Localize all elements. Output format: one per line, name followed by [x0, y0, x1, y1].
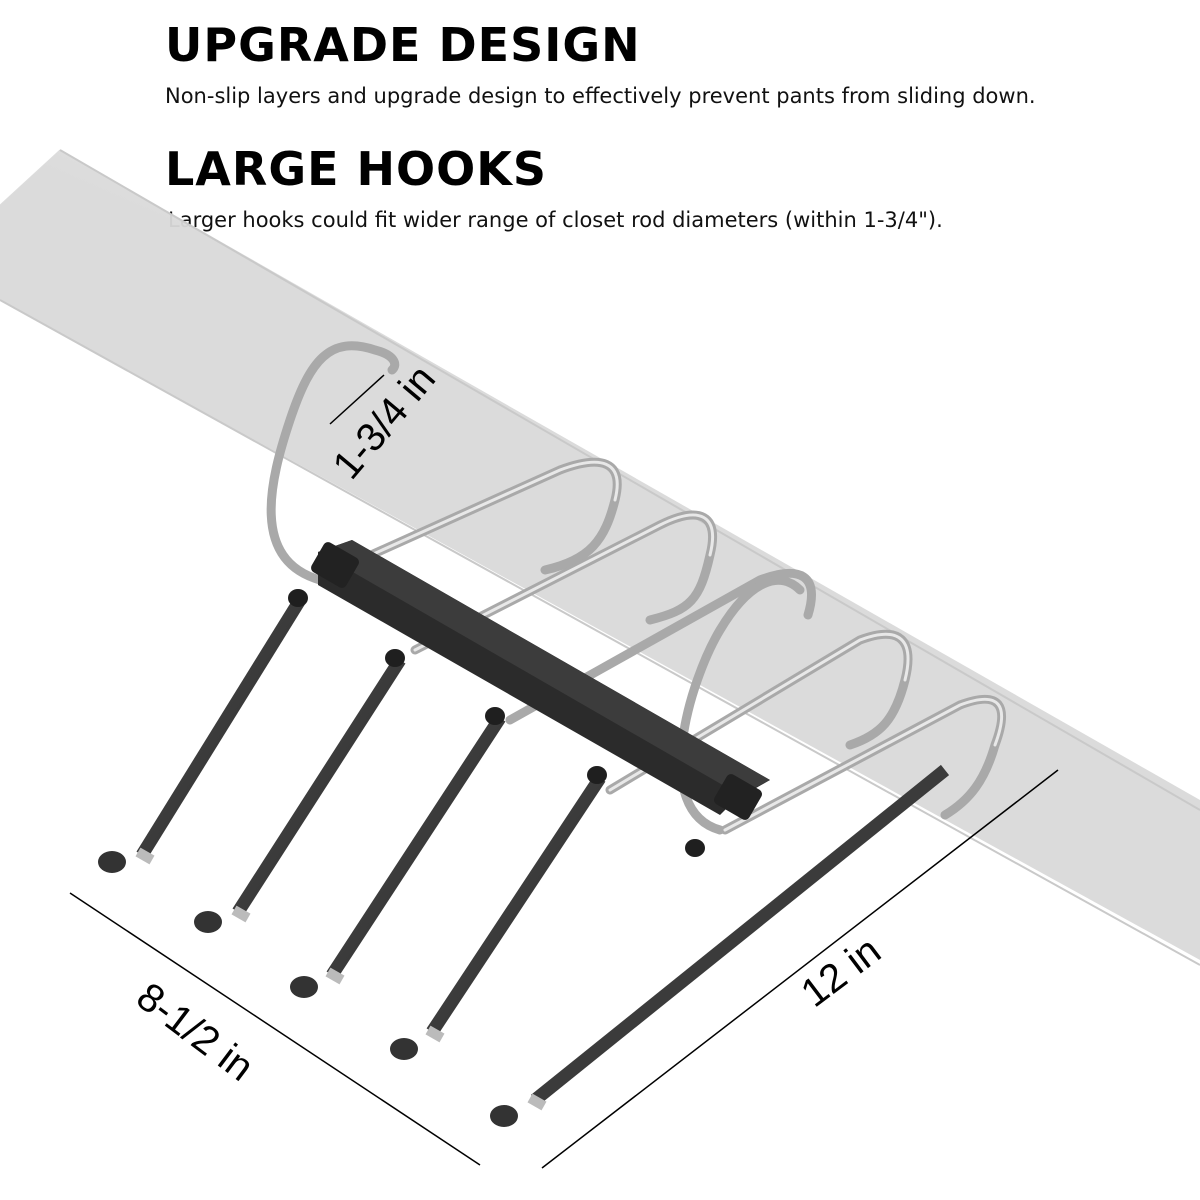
- description-large-hooks: Larger hooks could fit wider range of cl…: [168, 208, 943, 232]
- width-dimension-line: [69, 892, 481, 1166]
- hook-diameter-line: [329, 374, 385, 425]
- length-dimension-line: [541, 769, 1059, 1169]
- heading-large-hooks: LARGE HOOKS: [165, 142, 548, 196]
- swing-arms: [136, 596, 950, 1106]
- heading-upgrade-design: UPGRADE DESIGN: [165, 18, 641, 72]
- center-bar: [311, 540, 770, 820]
- description-upgrade-design: Non-slip layers and upgrade design to ef…: [165, 84, 1036, 108]
- arm-tips: [98, 847, 547, 1127]
- arm-pivots: [288, 589, 705, 857]
